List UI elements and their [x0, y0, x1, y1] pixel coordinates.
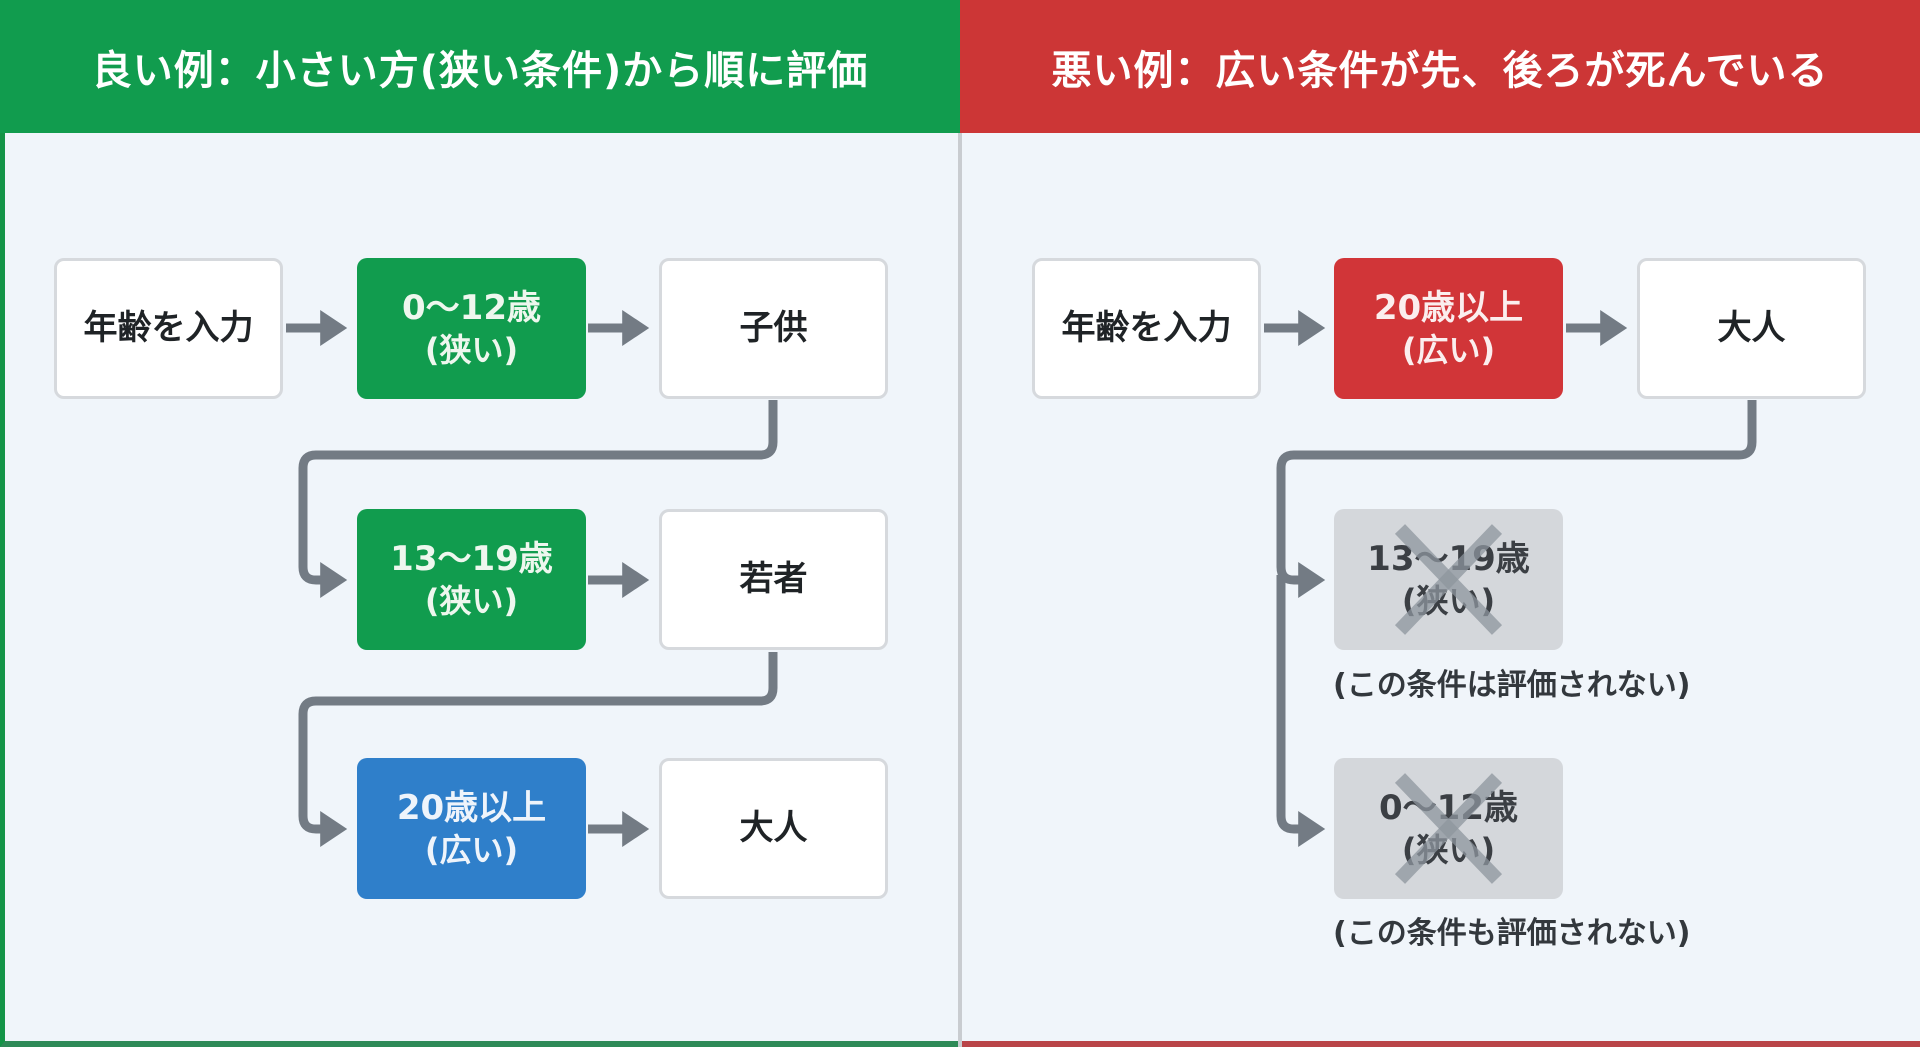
condition-range: 13〜19歳	[1367, 539, 1530, 580]
bad-result-box: 大人	[1637, 258, 1866, 399]
dead-condition-box-1: 13〜19歳 (狭い)	[1334, 509, 1563, 650]
result-label: 大人	[1717, 308, 1786, 349]
good-result-box-2: 若者	[659, 509, 888, 650]
condition-note: (狭い)	[1401, 581, 1496, 620]
good-condition-box-1: 0〜12歳 (狭い)	[357, 258, 586, 399]
condition-range: 20歳以上	[396, 788, 547, 829]
good-input-label: 年齢を入力	[83, 308, 254, 349]
condition-range: 0〜12歳	[402, 288, 541, 329]
condition-note: (広い)	[424, 830, 519, 869]
bad-input-box: 年齢を入力	[1032, 258, 1261, 399]
condition-note: (狭い)	[424, 581, 519, 620]
good-input-box: 年齢を入力	[54, 258, 283, 399]
result-label: 若者	[739, 559, 808, 600]
result-label: 子供	[739, 308, 808, 349]
condition-note: (狭い)	[1401, 830, 1496, 869]
condition-range: 0〜12歳	[1379, 788, 1518, 829]
good-result-box-3: 大人	[659, 758, 888, 899]
bad-example-title: 悪い例：広い条件が先、後ろが死んでいる	[960, 0, 1920, 133]
good-condition-box-3: 20歳以上 (広い)	[357, 758, 586, 899]
dead-condition-box-2: 0〜12歳 (狭い)	[1334, 758, 1563, 899]
good-condition-box-2: 13〜19歳 (狭い)	[357, 509, 586, 650]
condition-note: (狭い)	[424, 330, 519, 369]
condition-note: (広い)	[1401, 330, 1496, 369]
result-label: 大人	[739, 808, 808, 849]
panel-divider	[958, 133, 962, 1047]
dead-condition-caption-2: (この条件も評価されない)	[1333, 916, 1691, 951]
bad-condition-box: 20歳以上 (広い)	[1334, 258, 1563, 399]
good-example-title: 良い例：小さい方(狭い条件)から順に評価	[0, 0, 960, 133]
good-result-box-1: 子供	[659, 258, 888, 399]
bad-input-label: 年齢を入力	[1061, 308, 1232, 349]
dead-condition-caption-1: (この条件は評価されない)	[1333, 668, 1691, 703]
condition-range: 20歳以上	[1373, 288, 1524, 329]
condition-range: 13〜19歳	[390, 539, 553, 580]
